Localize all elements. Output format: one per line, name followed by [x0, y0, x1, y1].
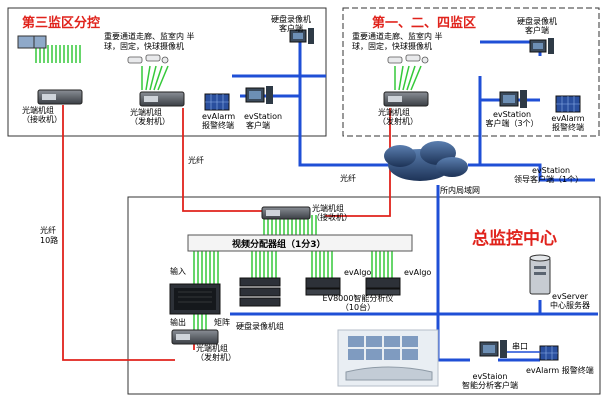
lan-cloud-icon — [384, 141, 468, 181]
left-evalarm-2: 报警终端 — [202, 121, 234, 130]
optical-transmitter-left — [139, 91, 185, 107]
right-dvr-1: 硬盘录像机 — [517, 17, 557, 26]
control-room-image — [337, 329, 439, 387]
camera-group-left — [127, 54, 169, 64]
center-transmitter-2: （发射机） — [196, 353, 236, 362]
center-receiver-1: 光端机组 — [312, 204, 344, 213]
pc-icon-dvr-left — [289, 28, 314, 44]
evserver-icon — [529, 254, 551, 295]
right-dvr-2: 客户端 — [525, 26, 549, 35]
center-transmitter-1: 光端机组 — [196, 344, 228, 353]
evalgo-2-label: evAlgo — [404, 268, 432, 277]
lan-label: 所内局域网 — [440, 186, 480, 195]
analyzer-1: EV8000智能分析仪 — [322, 294, 394, 303]
analyzer-2: （10台） — [340, 303, 376, 312]
evalgo-device-1-icon — [305, 277, 341, 296]
left-evstation-2: 客户端 — [246, 121, 270, 130]
right-transmitter-1: 光端机组 — [378, 108, 410, 117]
zone124-box — [342, 7, 600, 137]
optical-receiver-left — [37, 89, 83, 105]
center-evstation-1: evStaion — [472, 372, 508, 381]
dvr-group-icon — [239, 277, 281, 307]
pc-icon-evstation-left — [245, 86, 273, 104]
pc-icon-evstation-right — [499, 90, 527, 108]
dvr-group-label: 硬盘录像机组 — [236, 322, 284, 331]
alarm-terminal-left-icon — [204, 93, 230, 111]
evserver-1: evServer — [552, 292, 588, 301]
pc-icon-evstation-center — [479, 340, 507, 358]
alarm-terminal-right-icon — [555, 95, 581, 113]
right-evalarm-2: 报警终端 — [552, 123, 584, 132]
center-box — [127, 196, 601, 395]
leader-1: evStation — [532, 166, 571, 175]
center-title: 总监控中心 — [472, 229, 557, 249]
input-label: 输入 — [170, 267, 186, 276]
fiber-10-1: 光纤 — [40, 226, 56, 235]
optical-transmitter-right — [383, 91, 429, 107]
center-receiver-2: （接收机） — [312, 213, 352, 222]
left-transmitter-1: 光端机组 — [130, 108, 162, 117]
alarm-terminal-center-icon — [539, 345, 559, 361]
optical-transmitter-center — [171, 329, 219, 345]
output-label: 输出 — [170, 318, 186, 327]
video-bundles — [35, 45, 422, 332]
left-evstation-1: evStation — [244, 112, 283, 121]
center-evstation-2: 智能分析客户端 — [462, 381, 518, 390]
evserver-2: 中心服务器 — [550, 301, 590, 310]
fiber-10-2: 10路 — [40, 236, 59, 245]
left-dvr-1: 硬盘录像机 — [271, 15, 311, 24]
right-transmitter-2: （发射机） — [378, 117, 418, 126]
camera-group-right — [387, 54, 429, 64]
left-camera-note-1: 重要通道走廊、监室内 半 — [104, 32, 195, 41]
leader-2: 领导客户端（1个） — [514, 175, 584, 184]
right-camera-note-1: 重要通道走廊、监室内 半 — [352, 32, 443, 41]
monitor-wall-icon — [17, 35, 47, 49]
evalgo-device-2-icon — [365, 277, 401, 296]
center-evalarm-label: evAlarm 报警终端 — [526, 366, 594, 375]
matrix-label: 矩阵 — [214, 318, 230, 327]
right-evstation-2: 客户端（3个） — [485, 119, 539, 128]
right-evalarm-1: evAlarm — [551, 114, 585, 123]
serial-label: 串口 — [512, 342, 528, 351]
fiber-label-1: 光纤 — [188, 156, 204, 165]
zone3-box — [7, 7, 327, 137]
right-camera-note-2: 球，固定，快球摄像机 — [352, 42, 432, 51]
zone3-title: 第三监区分控 — [22, 16, 101, 31]
left-receiver-1: 光端机组 — [22, 106, 54, 115]
pc-icon-dvr-right — [529, 38, 554, 54]
left-receiver-2: （接收机） — [22, 115, 62, 124]
splitter-bar — [187, 234, 413, 252]
zone124-title: 第一、二、四监区 — [372, 16, 477, 31]
left-camera-note-2: 球，固定，快球摄像机 — [104, 42, 184, 51]
fiber-label-2: 光纤 — [340, 174, 356, 183]
matrix-device-icon — [169, 283, 221, 315]
left-transmitter-2: （发射机） — [130, 117, 170, 126]
optical-receiver-center — [261, 206, 311, 220]
right-evstation-1: evStation — [492, 110, 532, 119]
left-dvr-2: 客户端 — [279, 24, 303, 33]
fiber-lines — [62, 105, 391, 361]
splitter-label: 视频分配器组（1分3） — [232, 240, 326, 250]
left-evalarm-1: evAlarm — [202, 112, 236, 121]
evalgo-1-label: evAlgo — [344, 268, 372, 277]
